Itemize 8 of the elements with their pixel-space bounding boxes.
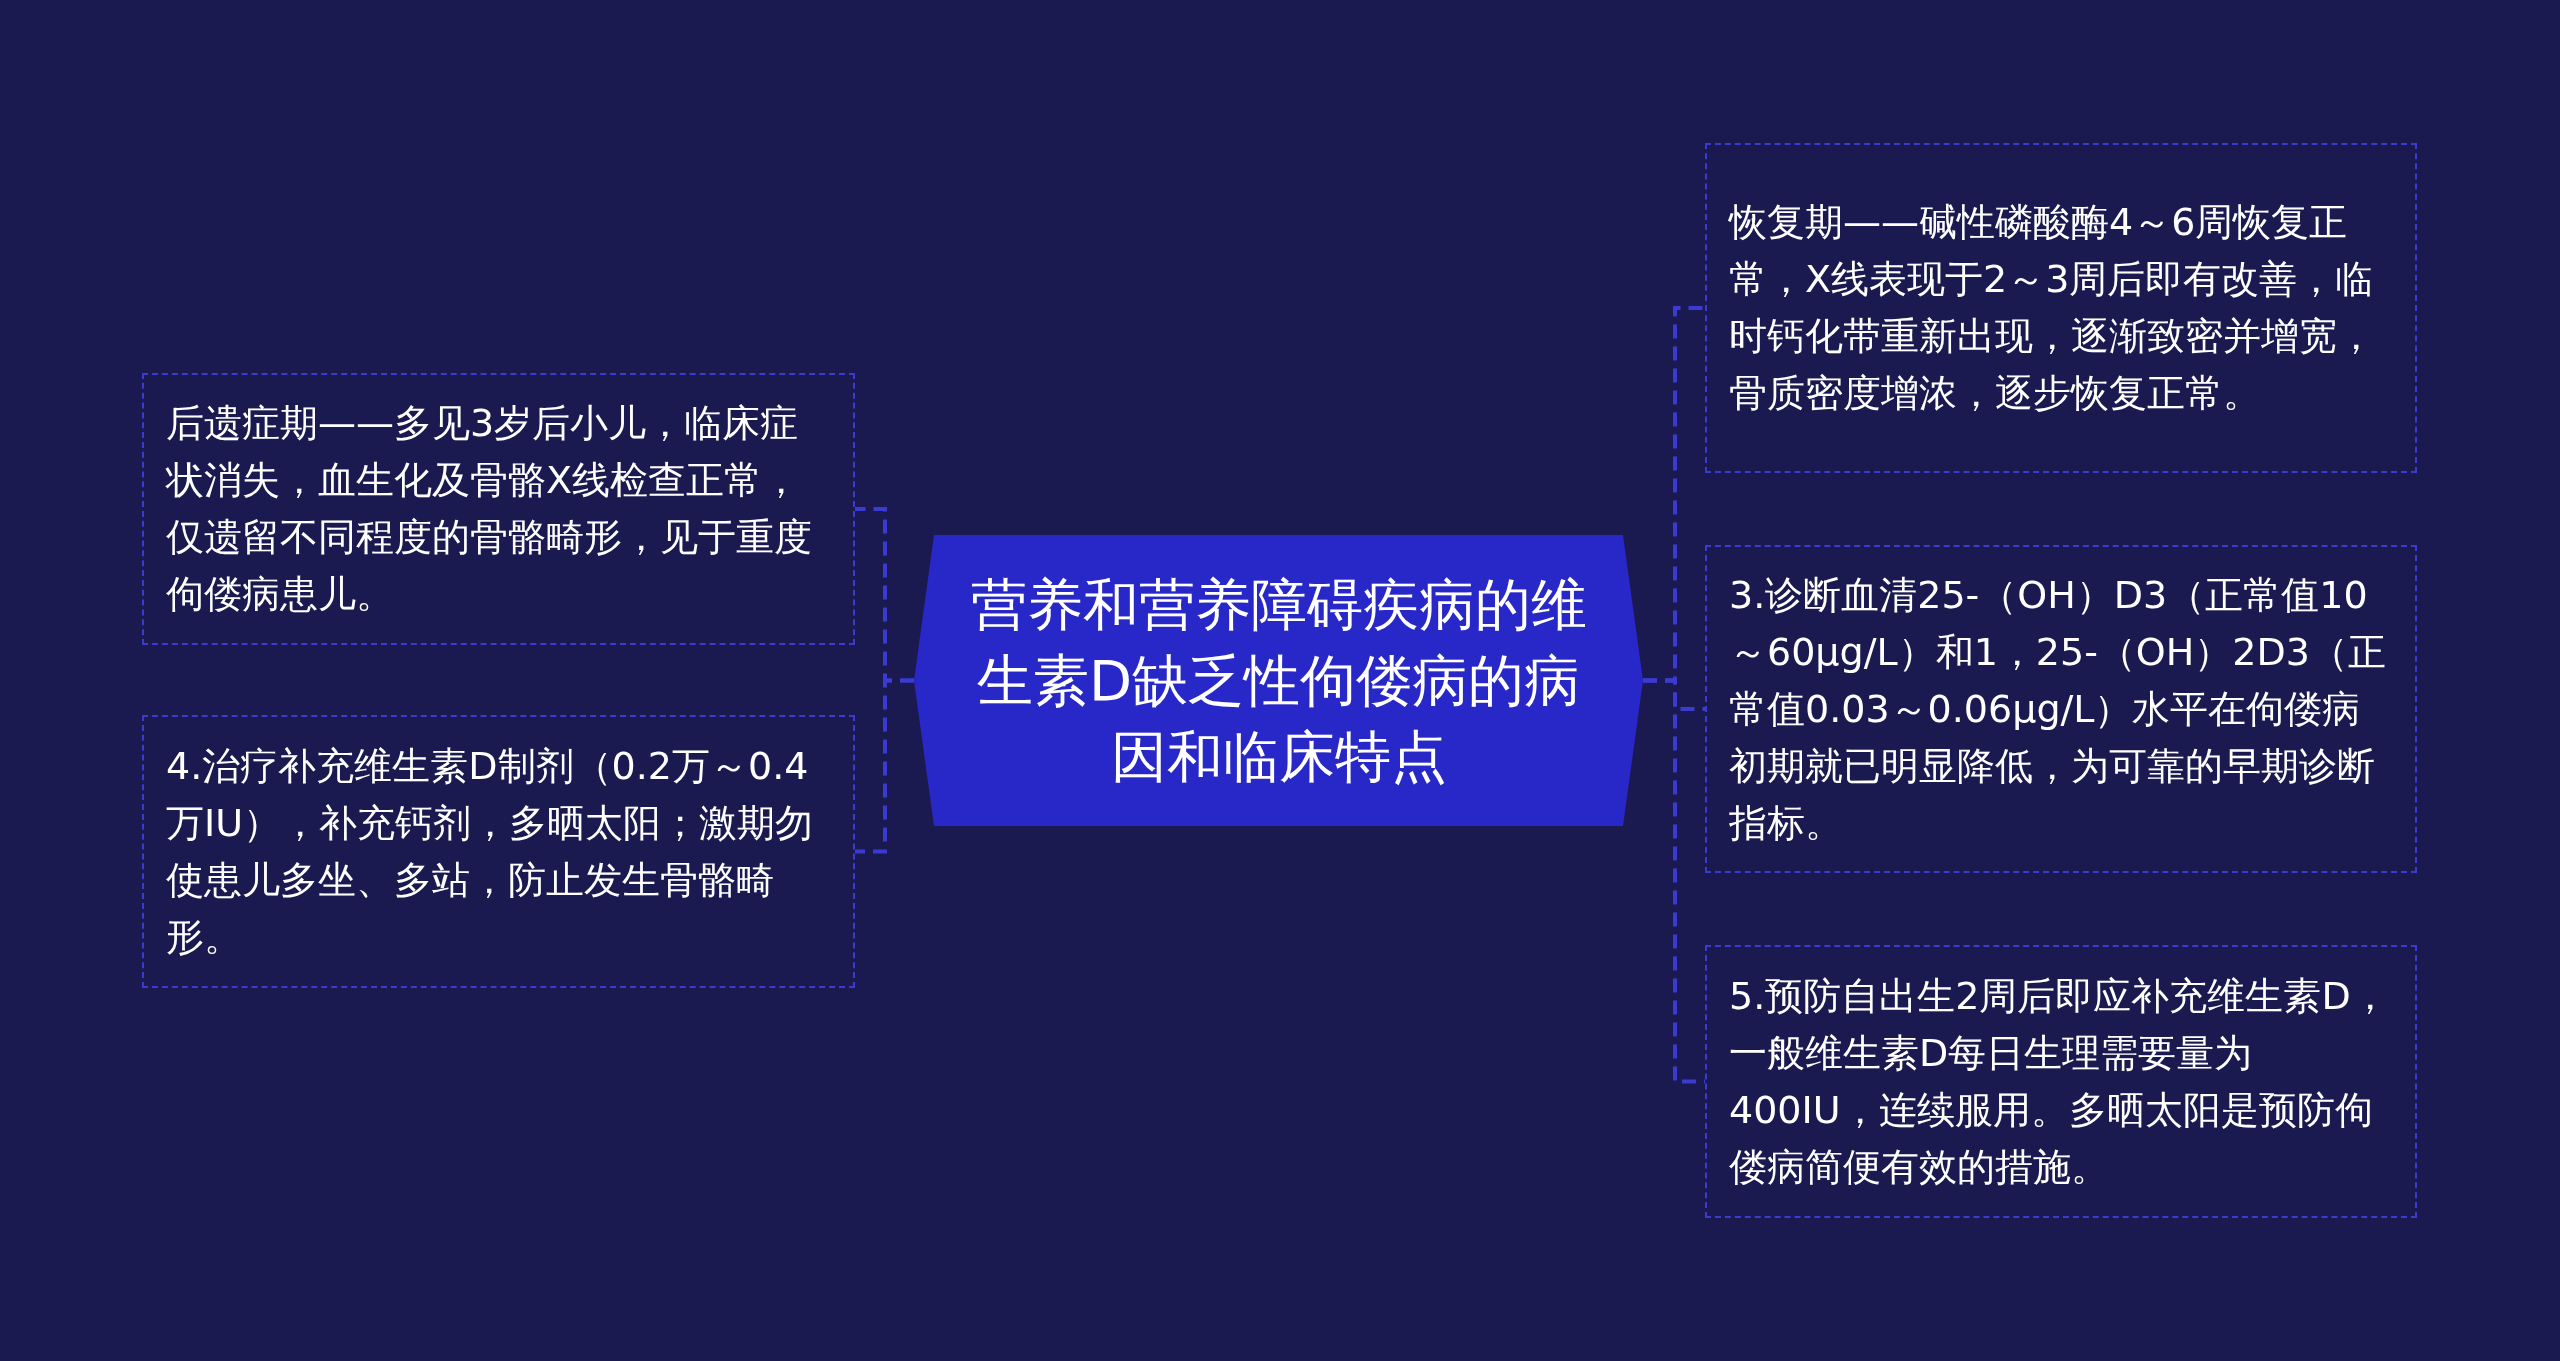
text-box: 3.诊断血清25-（OH）D3（正常值10～60μg/L）和1，25-（OH）2D3（正常值0.03～0.06μg/L）水平在佝偻病初期就已明显降低，为可靠的早期诊断指标。 bbox=[1705, 545, 2417, 873]
text-box: 后遗症期——多见3岁后小儿，临床症状消失，血生化及骨骼X线检查正常，仅遗留不同程度的骨骼畸形，见于重度佝偻病患儿。 bbox=[142, 373, 855, 645]
text-box: 4.治疗补充维生素D制剂（0.2万～0.4万IU），补充钙剂，多晒太阳；激期勿使患儿多坐、多站，防止发生骨骼畸形。 bbox=[142, 715, 855, 988]
text-box: 恢复期——碱性磷酸酶4～6周恢复正常，X线表现于2～3周后即有改善，临时钙化带重新出现，逐渐致密并增宽，骨质密度增浓，逐步恢复正常。 bbox=[1705, 143, 2417, 473]
text-box: 5.预防自出生2周后即应补充维生素D，一般维生素D每日生理需要量为400IU，连续服用。多晒太阳是预防佝偻病简便有效的措施。 bbox=[1705, 945, 2417, 1218]
connector-line bbox=[855, 678, 914, 854]
topic-text: 营养和营养障碍疾病的维生素D缺乏性佝偻病的病因和临床特点 bbox=[969, 570, 1588, 791]
connector-line bbox=[1643, 678, 1705, 1084]
